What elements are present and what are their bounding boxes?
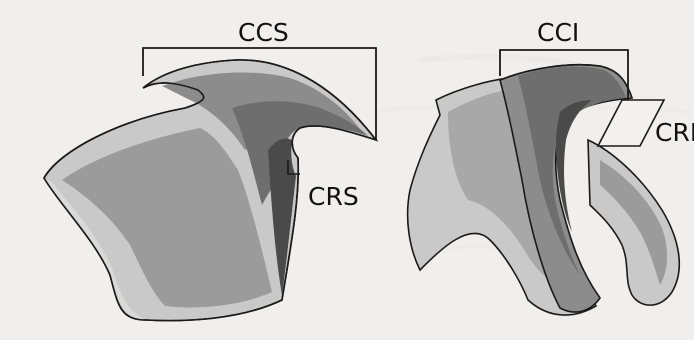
- label-cri: CRI: [655, 120, 694, 145]
- label-ccs: CCS: [238, 20, 289, 45]
- label-crs: CRS: [308, 184, 359, 209]
- label-cci: CCI: [537, 20, 579, 45]
